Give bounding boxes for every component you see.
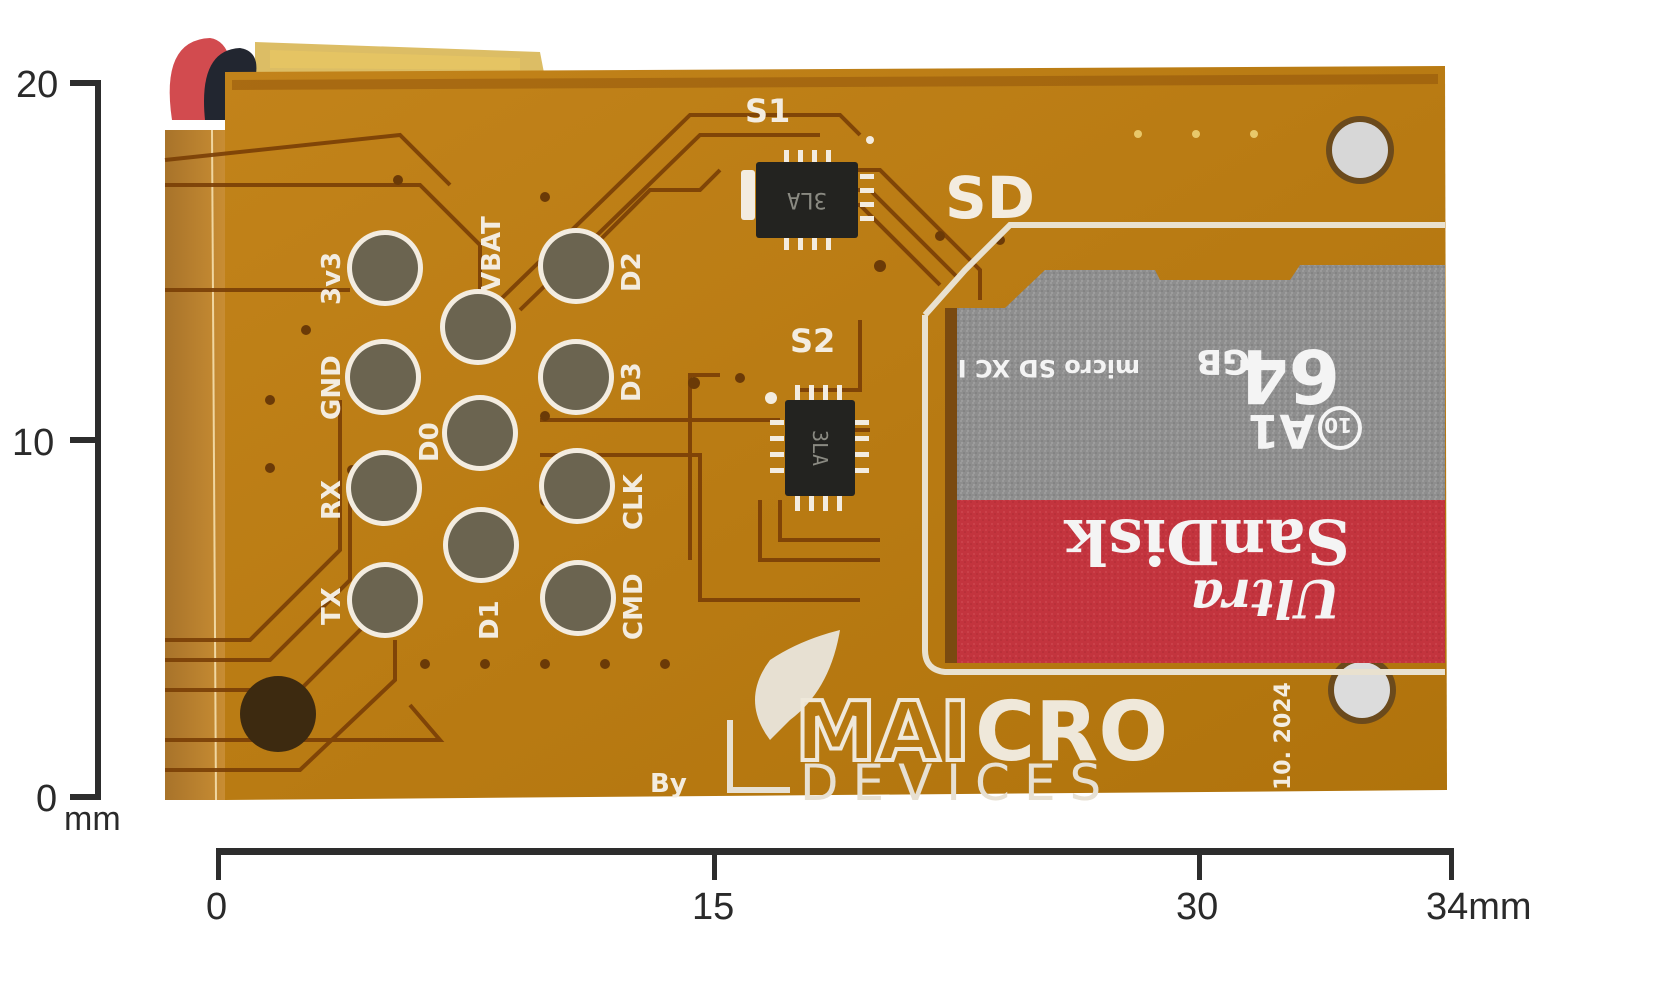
- sd-capacity: 64: [1237, 332, 1340, 418]
- horizontal-tick-34: [1449, 848, 1454, 880]
- chip-s2-marking: 3LA: [808, 430, 832, 466]
- horizontal-tick-label: 15: [692, 886, 735, 928]
- pad-d0: [442, 395, 518, 471]
- logo-by: By: [650, 769, 687, 799]
- vertical-scale-bar: 20 10 0 mm: [0, 0, 160, 860]
- pad-label-clk: CLK: [619, 473, 649, 530]
- logo-date: 10. 2024: [1271, 682, 1296, 790]
- pad-tx: [347, 562, 423, 638]
- pad-label-d3: D3: [617, 362, 647, 402]
- maicro-devices-logo: By MAI CRO DEVICES 10. 2024: [650, 630, 1296, 812]
- horizontal-tick-0: [216, 848, 221, 880]
- pcb-board-photo: 3v3 VBAT D2 GND D3 D0 RX CLK D1 TX CMD S…: [164, 38, 1447, 812]
- vertical-unit-label: mm: [64, 800, 121, 838]
- chip-s1: S1 3LA: [741, 92, 874, 250]
- pad-d1: [443, 507, 519, 583]
- pad-d3: [538, 339, 614, 415]
- vertical-tick-label: 20: [16, 64, 59, 106]
- chip-s2: S2 3LA: [765, 322, 869, 511]
- logo-brand-outline: MAI: [795, 685, 971, 780]
- horizontal-tick-label: 34mm: [1426, 886, 1532, 928]
- sd-app-class: A1: [1247, 404, 1315, 458]
- logo-subtitle: DEVICES: [800, 754, 1115, 812]
- pad-label-tx: TX: [317, 587, 347, 625]
- pad-label-vbat: VBAT: [477, 216, 507, 292]
- pad-label-d1: D1: [475, 600, 505, 640]
- sd-speed-class: 10: [1324, 413, 1352, 437]
- pad-label-d2: D2: [617, 252, 647, 292]
- horizontal-tick-label: 0: [206, 886, 228, 928]
- chip-s2-ref: S2: [790, 322, 835, 360]
- pad-gnd: [345, 339, 421, 415]
- connector-pads: [345, 228, 616, 638]
- chip-s1-ref: S1: [745, 92, 790, 130]
- pad-label-3v3: 3v3: [317, 252, 347, 305]
- pad-cmd: [540, 560, 616, 636]
- copper-test-pad: [240, 676, 316, 752]
- horizontal-scale-bar: 0 15 30 34mm: [0, 840, 1653, 988]
- leaf-icon: [755, 630, 840, 740]
- vertical-tick-label: 0: [36, 778, 58, 820]
- chip-s1-marking: 3LA: [787, 187, 827, 212]
- sd-brand: SanDisk: [1063, 505, 1350, 578]
- vertical-tick-20: [70, 80, 100, 86]
- sd-slot-label: SD: [945, 164, 1035, 232]
- vertical-tick-label: 10: [12, 422, 55, 464]
- horizontal-tick-30: [1197, 848, 1202, 880]
- pad-label-cmd: CMD: [619, 573, 649, 640]
- horizontal-scale-line: [216, 848, 1454, 855]
- pad-clk: [539, 448, 615, 524]
- vertical-tick-0: [70, 794, 100, 800]
- sd-line: Ultra: [1190, 567, 1340, 628]
- vertical-tick-10: [70, 437, 100, 443]
- pad-vbat: [440, 289, 516, 365]
- sd-card: 64 GB micro SD XC I A1 10 Ultra SanDisk: [945, 265, 1445, 663]
- horizontal-tick-label: 30: [1176, 886, 1219, 928]
- horizontal-tick-15: [712, 848, 717, 880]
- pad-rx: [346, 450, 422, 526]
- sd-capacity-unit: GB: [1196, 341, 1250, 381]
- logo-brand-solid: CRO: [975, 685, 1168, 780]
- kapton-tape: [255, 42, 545, 78]
- pad-3v3: [347, 230, 423, 306]
- pad-label-d0: D0: [415, 422, 445, 462]
- pad-label-rx: RX: [317, 480, 347, 520]
- pad-label-gnd: GND: [317, 355, 347, 420]
- sd-slot-outline: [922, 222, 1445, 675]
- pad-d2: [538, 228, 614, 304]
- pad-labels: 3v3 VBAT D2 GND D3 D0 RX CLK D1 TX CMD: [317, 216, 649, 640]
- sd-format: micro SD XC I: [958, 354, 1140, 382]
